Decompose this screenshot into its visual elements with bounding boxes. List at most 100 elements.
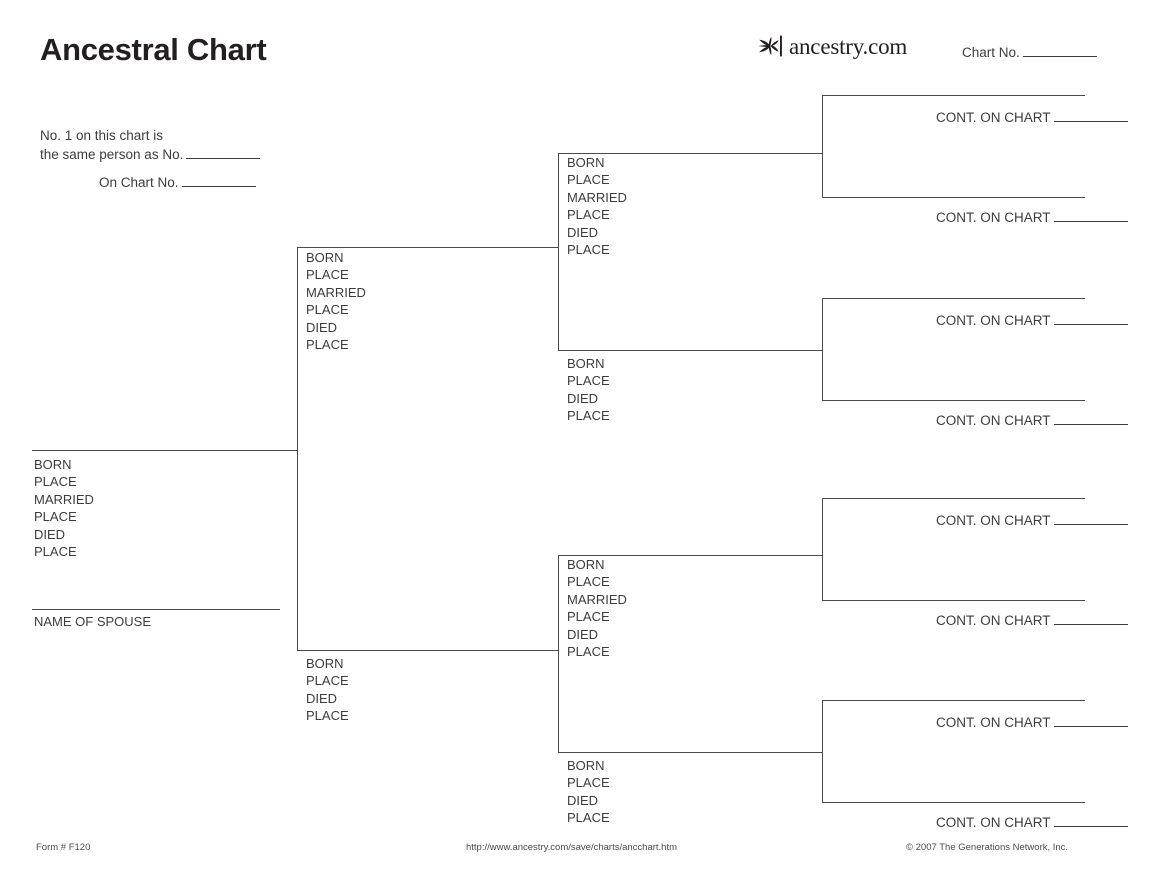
person-2-fields: BORN PLACE MARRIED PLACE DIED PLACE xyxy=(306,249,366,353)
gen4-bracket-c-vertical xyxy=(822,498,823,600)
person-1-married-label: MARRIED xyxy=(34,491,94,507)
gen4-bracket-b-vertical xyxy=(822,298,823,400)
cont-7-line[interactable] xyxy=(822,700,1085,701)
same-person-line1: No. 1 on this chart is xyxy=(40,128,164,143)
person-5-fields: BORN PLACE DIED PLACE xyxy=(567,355,610,425)
person-7-died-label: DIED xyxy=(567,792,599,808)
cont-3-field[interactable]: CONT. ON CHART xyxy=(936,313,1128,328)
cont-1-blank[interactable] xyxy=(1053,110,1128,122)
cont-2-line[interactable] xyxy=(822,197,1085,198)
cont-2-blank[interactable] xyxy=(1053,210,1128,222)
person-4-married-label: MARRIED xyxy=(567,189,627,205)
person-4-name-line[interactable] xyxy=(558,153,822,154)
person-2-marriageplace-label: PLACE xyxy=(306,302,349,318)
on-chart-number-label: On Chart No. xyxy=(99,175,179,190)
ancestry-wordmark: ancestry.com xyxy=(789,33,908,59)
person-2-died-label: DIED xyxy=(306,319,338,335)
person-7-name-line[interactable] xyxy=(558,752,822,753)
person-6-deathplace-label: PLACE xyxy=(567,644,610,660)
chart-number-label: Chart No. xyxy=(962,45,1020,60)
cont-2-field[interactable]: CONT. ON CHART xyxy=(936,210,1128,225)
person-7-born-label: BORN xyxy=(567,758,605,773)
same-person-line2: the same person as No. xyxy=(40,147,184,162)
person-3-born-label: BORN xyxy=(306,656,344,671)
person-2-name-line[interactable] xyxy=(297,247,558,248)
person-1-fields: BORN PLACE MARRIED PLACE DIED PLACE xyxy=(34,456,94,560)
person-2-married-label: MARRIED xyxy=(306,284,366,300)
cont-5-field[interactable]: CONT. ON CHART xyxy=(936,513,1128,528)
cont-4-label: CONT. ON CHART xyxy=(936,413,1051,428)
cont-2-label: CONT. ON CHART xyxy=(936,210,1051,225)
cont-5-line[interactable] xyxy=(822,498,1085,499)
person-1-birthplace-label: PLACE xyxy=(34,474,77,490)
person-6-name-line[interactable] xyxy=(558,555,822,556)
person-4-deathplace-label: PLACE xyxy=(567,242,610,258)
gen3-maternal-bracket-vertical xyxy=(558,555,559,752)
person-4-birthplace-label: PLACE xyxy=(567,172,610,188)
person-6-birthplace-label: PLACE xyxy=(567,574,610,590)
person-4-died-label: DIED xyxy=(567,224,599,240)
cont-7-field[interactable]: CONT. ON CHART xyxy=(936,715,1128,730)
cont-1-line[interactable] xyxy=(822,95,1085,96)
cont-3-blank[interactable] xyxy=(1053,313,1128,325)
cont-7-blank[interactable] xyxy=(1053,715,1128,727)
person-4-marriageplace-label: PLACE xyxy=(567,207,610,223)
cont-8-blank[interactable] xyxy=(1053,815,1128,827)
person-5-born-label: BORN xyxy=(567,356,605,371)
person-6-marriageplace-label: PLACE xyxy=(567,609,610,625)
footer-copyright: © 2007 The Generations Network, Inc. xyxy=(906,842,1069,853)
cont-6-line[interactable] xyxy=(822,600,1085,601)
cont-4-line[interactable] xyxy=(822,400,1085,401)
cont-5-blank[interactable] xyxy=(1053,513,1128,525)
cont-8-line[interactable] xyxy=(822,802,1085,803)
cont-8-field[interactable]: CONT. ON CHART xyxy=(936,815,1128,830)
person-4-fields: BORN PLACE MARRIED PLACE DIED PLACE xyxy=(567,154,627,258)
chart-number-blank[interactable] xyxy=(1022,45,1097,57)
cont-4-blank[interactable] xyxy=(1053,413,1128,425)
person-7-deathplace-label: PLACE xyxy=(567,810,610,826)
on-chart-number-blank[interactable] xyxy=(181,175,256,187)
cont-3-label: CONT. ON CHART xyxy=(936,313,1051,328)
person-7-birthplace-label: PLACE xyxy=(567,775,610,791)
person-1-deathplace-label: PLACE xyxy=(34,544,77,560)
cont-6-blank[interactable] xyxy=(1053,613,1128,625)
person-5-birthplace-label: PLACE xyxy=(567,373,610,389)
cont-3-line[interactable] xyxy=(822,298,1085,299)
cont-7-label: CONT. ON CHART xyxy=(936,715,1051,730)
person-1-born-label: BORN xyxy=(34,457,72,472)
person-1-spouse-line[interactable] xyxy=(32,609,280,610)
footer-url[interactable]: http://www.ancestry.com/save/charts/ancc… xyxy=(466,842,678,853)
person-3-name-line[interactable] xyxy=(297,650,558,651)
gen2-bracket-vertical xyxy=(297,247,298,650)
ancestry-logo: ancestry.com xyxy=(757,32,907,60)
person-6-married-label: MARRIED xyxy=(567,591,627,607)
gen4-bracket-d-vertical xyxy=(822,700,823,802)
cont-1-field[interactable]: CONT. ON CHART xyxy=(936,110,1128,125)
same-person-number-blank[interactable] xyxy=(186,147,261,159)
person-3-fields: BORN PLACE DIED PLACE xyxy=(306,655,349,725)
person-6-died-label: DIED xyxy=(567,626,599,642)
cont-5-label: CONT. ON CHART xyxy=(936,513,1051,528)
person-1-name-line[interactable] xyxy=(32,450,297,451)
person-5-died-label: DIED xyxy=(567,390,599,406)
cont-6-field[interactable]: CONT. ON CHART xyxy=(936,613,1128,628)
same-person-note: No. 1 on this chart is the same person a… xyxy=(40,126,261,164)
same-person-line2-row[interactable]: the same person as No. xyxy=(40,145,261,164)
person-5-name-line[interactable] xyxy=(558,350,822,351)
cont-6-label: CONT. ON CHART xyxy=(936,613,1051,628)
person-1-died-label: DIED xyxy=(34,526,66,542)
ancestry-leaf-icon xyxy=(758,35,782,57)
person-1-spouse-label: NAME OF SPOUSE xyxy=(34,614,152,629)
gen3-paternal-bracket-vertical xyxy=(558,153,559,350)
person-3-birthplace-label: PLACE xyxy=(306,673,349,689)
person-2-deathplace-label: PLACE xyxy=(306,337,349,353)
chart-number-field[interactable]: Chart No. xyxy=(962,45,1097,60)
cont-1-label: CONT. ON CHART xyxy=(936,110,1051,125)
cont-4-field[interactable]: CONT. ON CHART xyxy=(936,413,1128,428)
person-4-born-label: BORN xyxy=(567,155,605,170)
person-3-deathplace-label: PLACE xyxy=(306,708,349,724)
on-chart-number-field[interactable]: On Chart No. xyxy=(99,175,256,190)
cont-8-label: CONT. ON CHART xyxy=(936,815,1051,830)
gen4-bracket-a-vertical xyxy=(822,95,823,197)
